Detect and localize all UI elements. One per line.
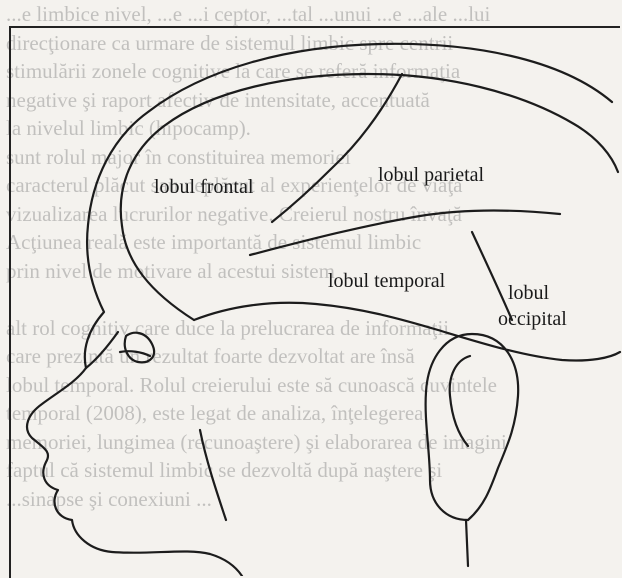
frontal-lower-curve [122, 226, 194, 320]
label-frontal-lobe: lobul frontal [154, 176, 253, 199]
eye-outline [125, 333, 154, 363]
ear-inner [450, 356, 470, 446]
brain-outline [121, 74, 618, 226]
label-temporal-lobe: lobul temporal [328, 270, 445, 293]
neck-line [466, 520, 468, 566]
label-occipital-lobe-line1: lobul [508, 282, 549, 305]
cheek-line [200, 430, 226, 520]
label-parietal-lobe: lobul parietal [378, 164, 484, 187]
label-occipital-lobe-line2: occipital [498, 308, 567, 331]
central-sulcus [272, 74, 402, 222]
eye-lid [120, 351, 150, 356]
nose-detail [86, 332, 118, 368]
lateral-fissure [250, 211, 560, 256]
parieto-occipital-line [472, 232, 512, 320]
ear-outer [426, 334, 519, 520]
